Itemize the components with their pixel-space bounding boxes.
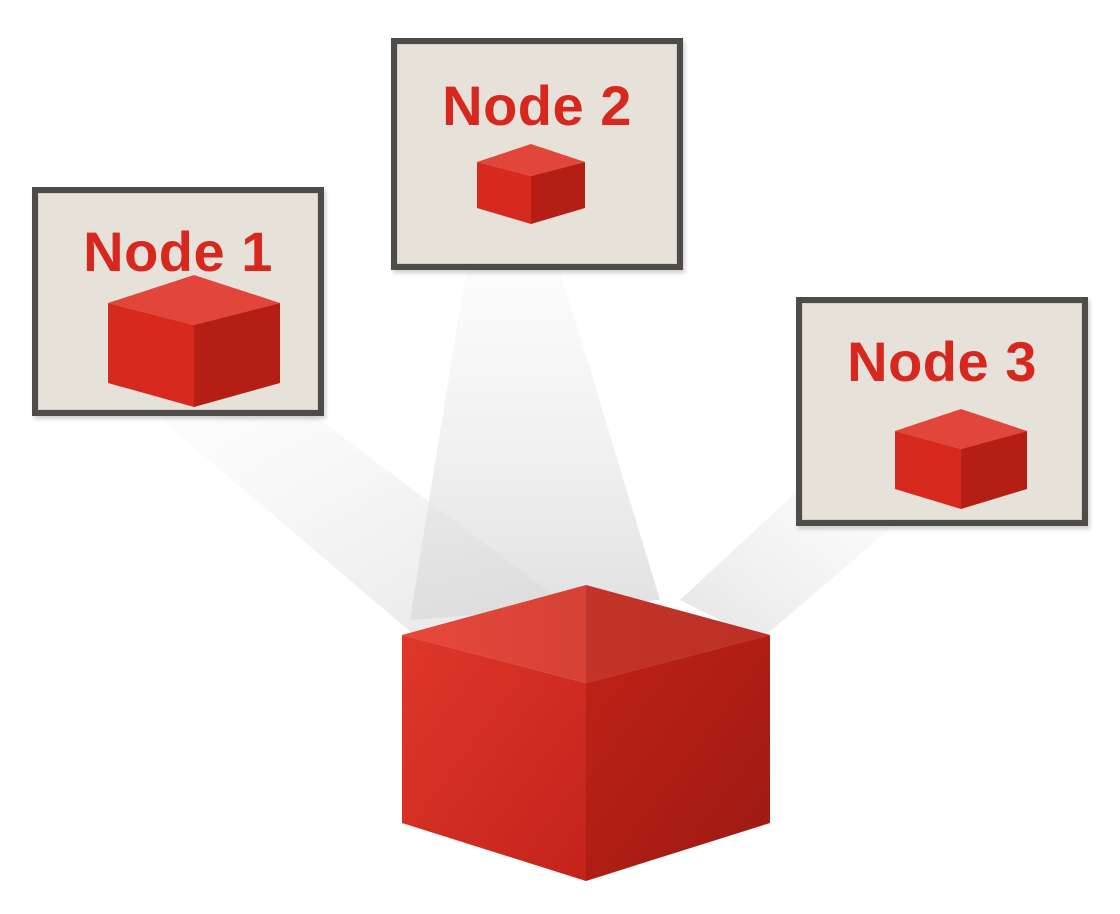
node-2-label: Node 2 bbox=[442, 74, 632, 137]
node-3-label: Node 3 bbox=[847, 330, 1037, 393]
beam-to-node-1 bbox=[150, 405, 560, 640]
main-red-cube-icon bbox=[402, 585, 770, 881]
node-1-label: Node 1 bbox=[83, 220, 273, 283]
node-3-box: Node 3 bbox=[796, 297, 1088, 526]
node-1-box: Node 1 bbox=[32, 187, 324, 416]
red-cube-icon bbox=[477, 144, 585, 224]
node-2-box: Node 2 bbox=[391, 38, 683, 270]
red-cube-icon bbox=[895, 409, 1027, 509]
beam-to-node-2 bbox=[410, 270, 660, 620]
red-cube-icon bbox=[108, 275, 280, 407]
